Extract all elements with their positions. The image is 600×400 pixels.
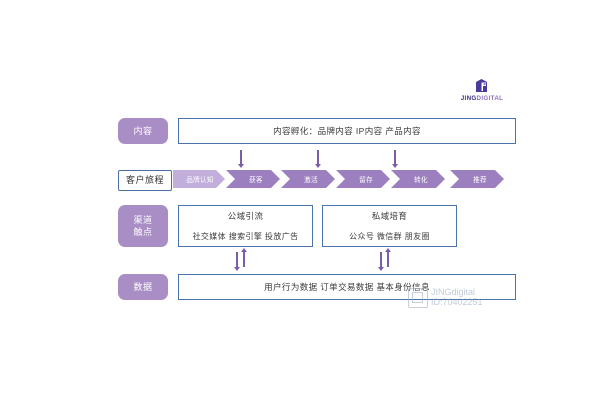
- row-label-content: 内容: [118, 118, 168, 144]
- arrow-channel-to-data-left-down: [236, 252, 238, 267]
- data-sources-box: 用户行为数据 订单交易数据 基本身份信息: [178, 274, 516, 300]
- arrow-data-to-channel-right-up: [387, 252, 389, 267]
- journey-stage-0[interactable]: 品牌认知: [173, 170, 225, 188]
- row-label-data: 数据: [118, 274, 168, 300]
- private-domain-items: 公众号 微信群 朋友圈: [349, 232, 430, 241]
- watermark-text: JINGdigital ID:70402251: [431, 287, 483, 308]
- channel-label-line-2: 触点: [133, 227, 153, 237]
- journey-stage-2[interactable]: 激活: [281, 170, 335, 188]
- watermark-stamp-icon: [408, 288, 428, 308]
- brand-logo: JINGDIGITAL: [455, 78, 509, 108]
- journey-stage-3[interactable]: 留存: [336, 170, 390, 188]
- data-sources-text: 用户行为数据 订单交易数据 基本身份信息: [264, 282, 430, 292]
- public-domain-items: 社交媒体 搜索引擎 投放广告: [192, 232, 299, 241]
- arrow-data-to-channel-left-up: [243, 252, 245, 267]
- brand-name-digital: DIGITAL: [476, 95, 504, 102]
- row-label-channel-touchpoints: 渠道 触点: [118, 205, 168, 247]
- watermark: JINGdigital ID:70402251: [408, 287, 483, 308]
- journey-stage-1[interactable]: 获客: [226, 170, 280, 188]
- arrow-content-to-journey-3: [394, 150, 396, 164]
- brand-name-jing: JING: [460, 95, 477, 102]
- content-incubation-text: 内容孵化：品牌内容 IP内容 产品内容: [273, 126, 421, 136]
- watermark-id: ID:70402251: [431, 297, 483, 307]
- jingdigital-logo-icon: [475, 78, 489, 93]
- arrow-content-to-journey-2: [317, 150, 319, 164]
- journey-stage-5[interactable]: 推荐: [450, 170, 504, 188]
- content-incubation-box: 内容孵化：品牌内容 IP内容 产品内容: [178, 118, 516, 144]
- private-domain-title: 私域培育: [371, 211, 408, 221]
- arrow-channel-to-data-right-down: [380, 252, 382, 267]
- watermark-name: JINGdigital: [431, 287, 476, 298]
- channel-label-line-1: 渠道: [133, 214, 153, 225]
- brand-logo-text: JINGDIGITAL: [461, 95, 504, 102]
- channel-panel-private-domain: 私域培育 公众号 微信群 朋友圈: [322, 205, 457, 247]
- public-domain-title: 公域引流: [227, 211, 264, 221]
- journey-stage-4[interactable]: 转化: [391, 170, 445, 188]
- row-label-customer-journey: 客户旅程: [118, 170, 172, 191]
- arrow-content-to-journey-1: [240, 150, 242, 164]
- channel-panel-public-domain: 公域引流 社交媒体 搜索引擎 投放广告: [178, 205, 313, 247]
